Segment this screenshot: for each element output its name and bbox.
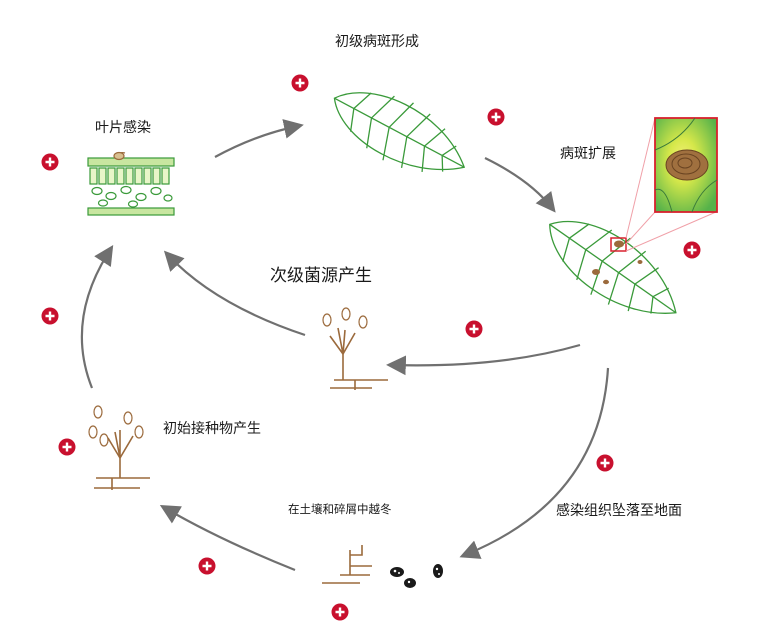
leaf-cross-section-icon [87,151,175,216]
plus-markers [41,74,701,621]
plus-icon [596,454,614,472]
leaf-icon [549,220,677,314]
label-secondary-inoculum: 次级菌源产生 [270,266,372,286]
lesion-zoom-icon [654,117,718,213]
conidiophore-icon [88,405,150,490]
plus-icon [41,153,59,171]
plus-icon [487,108,505,126]
label-primary-lesion: 初级病斑形成 [335,34,419,50]
plus-icon [683,241,701,259]
leaf-icon [333,92,466,173]
cycle-arrows [80,119,610,572]
conidiophore-icon [322,307,388,390]
plus-icon [465,320,483,338]
plus-icon [291,74,309,92]
label-tissue-falls: 感染组织坠落至地面 [556,503,682,519]
label-overwinter: 在土壤和碎屑中越冬 [288,502,392,516]
arrow-infection-to-primary [214,119,304,158]
zoom-lines [625,117,717,252]
arrow-leaf-to-secondary [386,343,581,376]
label-leaf-infection: 叶片感染 [95,120,151,136]
arrow-secondary-to-infection [163,250,306,337]
zoom-box-small [610,237,627,252]
arrow-leaf-to-ground [459,367,610,559]
plus-icon [58,438,76,456]
plus-icon [331,603,349,621]
arrow-primary-to-expansion [484,157,556,213]
label-primary-inoculum: 初始接种物产生 [163,421,261,437]
plus-icon [198,557,216,575]
mycelium-icon [322,545,372,584]
sclerotia-icon [390,564,443,588]
plus-icon [41,307,59,325]
arrow-primary-to-infection [80,245,114,389]
label-lesion-expansion: 病斑扩展 [560,146,616,162]
arrow-overwinter-to-primary [159,505,296,572]
lesion-spots [592,240,643,285]
